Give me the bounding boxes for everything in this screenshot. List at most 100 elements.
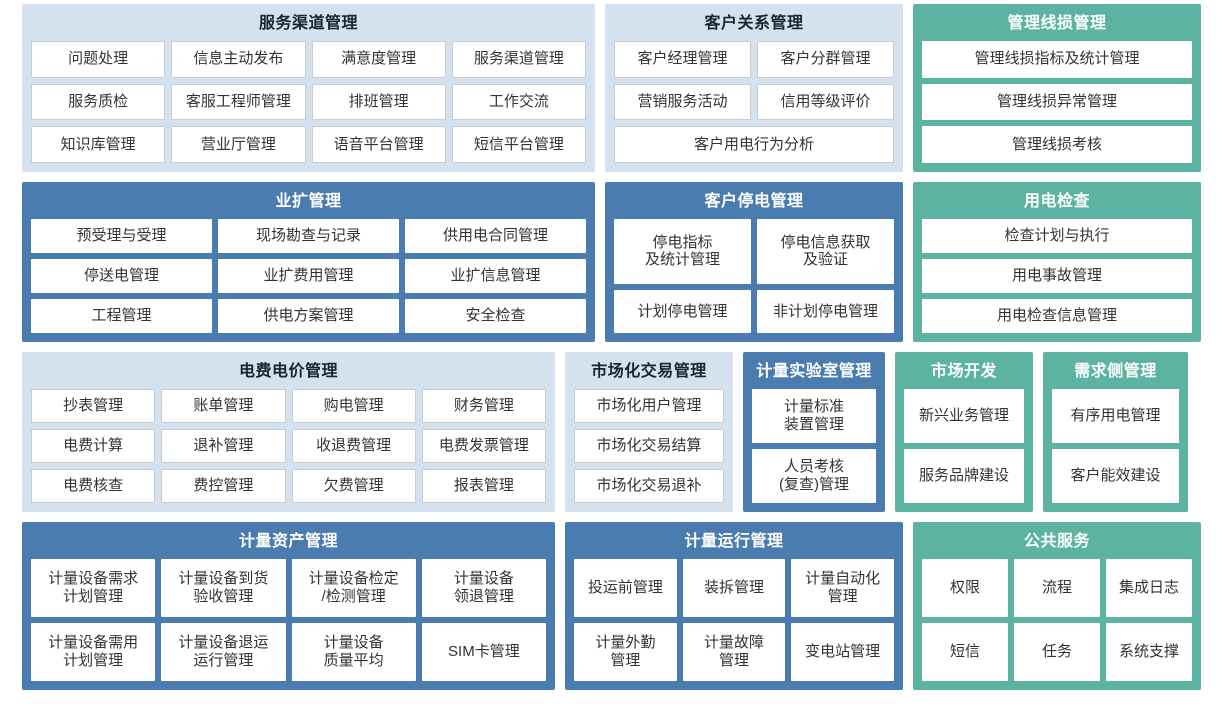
tile-power-accident[interactable]: 用电事故管理 [922, 259, 1192, 293]
tile-billing[interactable]: 账单管理 [161, 389, 286, 423]
tile-device-retire-run[interactable]: 计量设备退运 运行管理 [161, 623, 286, 681]
tile-marketing-activity[interactable]: 营销服务活动 [614, 83, 751, 121]
tile-outage-info-verify[interactable]: 停电信息获取 及验证 [757, 219, 894, 284]
tile-install-remove[interactable]: 装拆管理 [682, 559, 786, 617]
tile-system-support[interactable]: 系统支撑 [1106, 623, 1192, 681]
tile-expansion-info[interactable]: 业扩信息管理 [405, 259, 586, 293]
tile-unplanned-outage[interactable]: 非计划停电管理 [757, 289, 894, 333]
tile-customer-segmentation[interactable]: 客户分群管理 [757, 41, 894, 78]
tile-collect-refund[interactable]: 收退费管理 [291, 429, 416, 463]
panel-title-metering-lab: 计量实验室管理 [756, 363, 872, 380]
tile-supply-contract[interactable]: 供用电合同管理 [405, 219, 586, 253]
tile-market-user[interactable]: 市场化用户管理 [574, 389, 724, 423]
tile-account-manager[interactable]: 客户经理管理 [614, 41, 751, 78]
tile-device-demand-plan[interactable]: 计量设备需求 计划管理 [31, 559, 156, 617]
tile-credit-rating[interactable]: 信用等级评价 [757, 83, 894, 121]
tile-refund-supplement[interactable]: 退补管理 [161, 429, 286, 463]
tile-loss-index-stats[interactable]: 管理线损指标及统计管理 [922, 41, 1192, 78]
tile-loss-assessment[interactable]: 管理线损考核 [922, 126, 1192, 164]
tile-device-quality[interactable]: 计量设备 质量平均 [291, 623, 416, 681]
tile-satisfaction[interactable]: 满意度管理 [311, 41, 446, 78]
panel-customer-outage: 客户停电管理 停电指标 及统计管理 停电信息获取 及验证 计划停电管理 非计划停… [605, 182, 903, 342]
tile-problem-handling[interactable]: 问题处理 [31, 41, 166, 78]
tile-planned-outage[interactable]: 计划停电管理 [614, 289, 751, 333]
tile-knowledge-base[interactable]: 知识库管理 [31, 126, 166, 164]
tile-market-refund[interactable]: 市场化交易退补 [574, 469, 724, 503]
tile-pre-acceptance[interactable]: 预受理与受理 [31, 219, 212, 253]
tile-outage-index-stats[interactable]: 停电指标 及统计管理 [614, 219, 751, 284]
tile-row: 管理线损考核 [922, 126, 1192, 164]
tile-metering-automation[interactable]: 计量自动化 管理 [791, 559, 895, 617]
tile-standard-device[interactable]: 计量标准 装置管理 [752, 389, 876, 443]
tile-row: 电费核查 费控管理 欠费管理 报表管理 [31, 469, 546, 503]
tile-staff-assessment[interactable]: 人员考核 (复查)管理 [752, 449, 876, 503]
tile-pre-operation[interactable]: 投运前管理 [574, 559, 677, 617]
tile-finance[interactable]: 财务管理 [421, 389, 546, 423]
tile-service-quality[interactable]: 服务质检 [31, 83, 166, 121]
tile-market-settlement[interactable]: 市场化交易结算 [574, 429, 724, 463]
tile-orderly-power[interactable]: 有序用电管理 [1052, 389, 1179, 443]
tile-info-publish[interactable]: 信息主动发布 [171, 41, 306, 78]
tile-project-mgmt[interactable]: 工程管理 [31, 299, 212, 333]
tile-shift-mgmt[interactable]: 排班管理 [311, 83, 446, 121]
tile-fee-audit[interactable]: 电费核查 [31, 469, 156, 503]
tile-device-usage-plan[interactable]: 计量设备需用 计划管理 [31, 623, 156, 681]
tile-row: 市场化交易退补 [574, 469, 724, 503]
tile-task[interactable]: 任务 [1014, 623, 1100, 681]
panel-market-trade: 市场化交易管理 市场化用户管理 市场化交易结算 市场化交易退补 [565, 352, 733, 512]
tile-report[interactable]: 报表管理 [421, 469, 546, 503]
tile-permission[interactable]: 权限 [922, 559, 1008, 617]
tile-emerging-business[interactable]: 新兴业务管理 [904, 389, 1024, 443]
panel-power-inspection: 用电检查 检查计划与执行 用电事故管理 用电检查信息管理 [913, 182, 1201, 342]
tile-invoice[interactable]: 电费发票管理 [421, 429, 546, 463]
tile-row: 人员考核 (复查)管理 [752, 449, 876, 503]
tile-power-purchase[interactable]: 购电管理 [291, 389, 416, 423]
panel-title-public-service: 公共服务 [1023, 533, 1090, 550]
tile-sms[interactable]: 短信 [922, 623, 1008, 681]
panel-title-customer-relation: 客户关系管理 [704, 15, 804, 32]
tile-expansion-fee[interactable]: 业扩费用管理 [218, 259, 399, 293]
tile-row: 客户能效建设 [1052, 449, 1179, 503]
panel-tariff: 电费电价管理 抄表管理 账单管理 购电管理 财务管理 电费计算 退补管理 收退费… [22, 352, 555, 512]
panel-title-service-channel: 服务渠道管理 [258, 15, 358, 32]
tile-integration-log[interactable]: 集成日志 [1106, 559, 1192, 617]
panel-row-4: 计量资产管理 计量设备需求 计划管理 计量设备到货 验收管理 计量设备检定 /检… [22, 522, 1203, 690]
tile-voice-platform[interactable]: 语音平台管理 [311, 126, 446, 164]
tile-device-issue-return[interactable]: 计量设备 领退管理 [421, 559, 546, 617]
tile-loss-exception[interactable]: 管理线损异常管理 [922, 83, 1192, 121]
tile-business-hall[interactable]: 营业厅管理 [171, 126, 306, 164]
tile-meter-reading[interactable]: 抄表管理 [31, 389, 156, 423]
tile-metering-fault[interactable]: 计量故障 管理 [682, 623, 786, 681]
tile-usage-behavior-analysis[interactable]: 客户用电行为分析 [614, 126, 894, 164]
tile-workflow[interactable]: 流程 [1014, 559, 1100, 617]
tile-field-work[interactable]: 计量外勤 管理 [574, 623, 677, 681]
panel-title-customer-outage: 客户停电管理 [704, 193, 804, 210]
tile-row: 市场化交易结算 [574, 429, 724, 463]
panel-title-line-loss: 管理线损管理 [1007, 15, 1107, 32]
panel-service-channel: 服务渠道管理 问题处理 信息主动发布 满意度管理 服务渠道管理 服务质检 客服工… [22, 4, 595, 172]
tile-device-verification[interactable]: 计量设备检定 /检测管理 [291, 559, 416, 617]
tile-sms-platform[interactable]: 短信平台管理 [451, 126, 586, 164]
tile-power-onoff[interactable]: 停送电管理 [31, 259, 212, 293]
panel-row-2: 业扩管理 预受理与受理 现场勘查与记录 供用电合同管理 停送电管理 业扩费用管理… [22, 182, 1203, 342]
tile-work-exchange[interactable]: 工作交流 [451, 83, 586, 121]
tile-engineer-mgmt[interactable]: 客服工程师管理 [171, 83, 306, 121]
tile-substation[interactable]: 变电站管理 [791, 623, 895, 681]
tile-safety-check[interactable]: 安全检查 [405, 299, 586, 333]
panel-title-tariff: 电费电价管理 [238, 363, 338, 380]
tile-row: 客户用电行为分析 [614, 126, 894, 164]
tile-row: 问题处理 信息主动发布 满意度管理 服务渠道管理 [31, 41, 586, 78]
tile-site-survey[interactable]: 现场勘查与记录 [218, 219, 399, 253]
panel-customer-relation: 客户关系管理 客户经理管理 客户分群管理 营销服务活动 信用等级评价 客户用电行… [605, 4, 903, 172]
tile-arrears[interactable]: 欠费管理 [291, 469, 416, 503]
tile-inspection-info[interactable]: 用电检查信息管理 [922, 299, 1192, 333]
tile-device-arrival-check[interactable]: 计量设备到货 验收管理 [161, 559, 286, 617]
tile-fee-calculation[interactable]: 电费计算 [31, 429, 156, 463]
tile-inspection-plan[interactable]: 检查计划与执行 [922, 219, 1192, 253]
tile-supply-plan[interactable]: 供电方案管理 [218, 299, 399, 333]
tile-sim-card[interactable]: SIM卡管理 [421, 623, 546, 681]
tile-service-brand[interactable]: 服务品牌建设 [904, 449, 1024, 503]
tile-customer-efficiency[interactable]: 客户能效建设 [1052, 449, 1179, 503]
tile-fee-control[interactable]: 费控管理 [161, 469, 286, 503]
tile-service-channel[interactable]: 服务渠道管理 [451, 41, 586, 78]
